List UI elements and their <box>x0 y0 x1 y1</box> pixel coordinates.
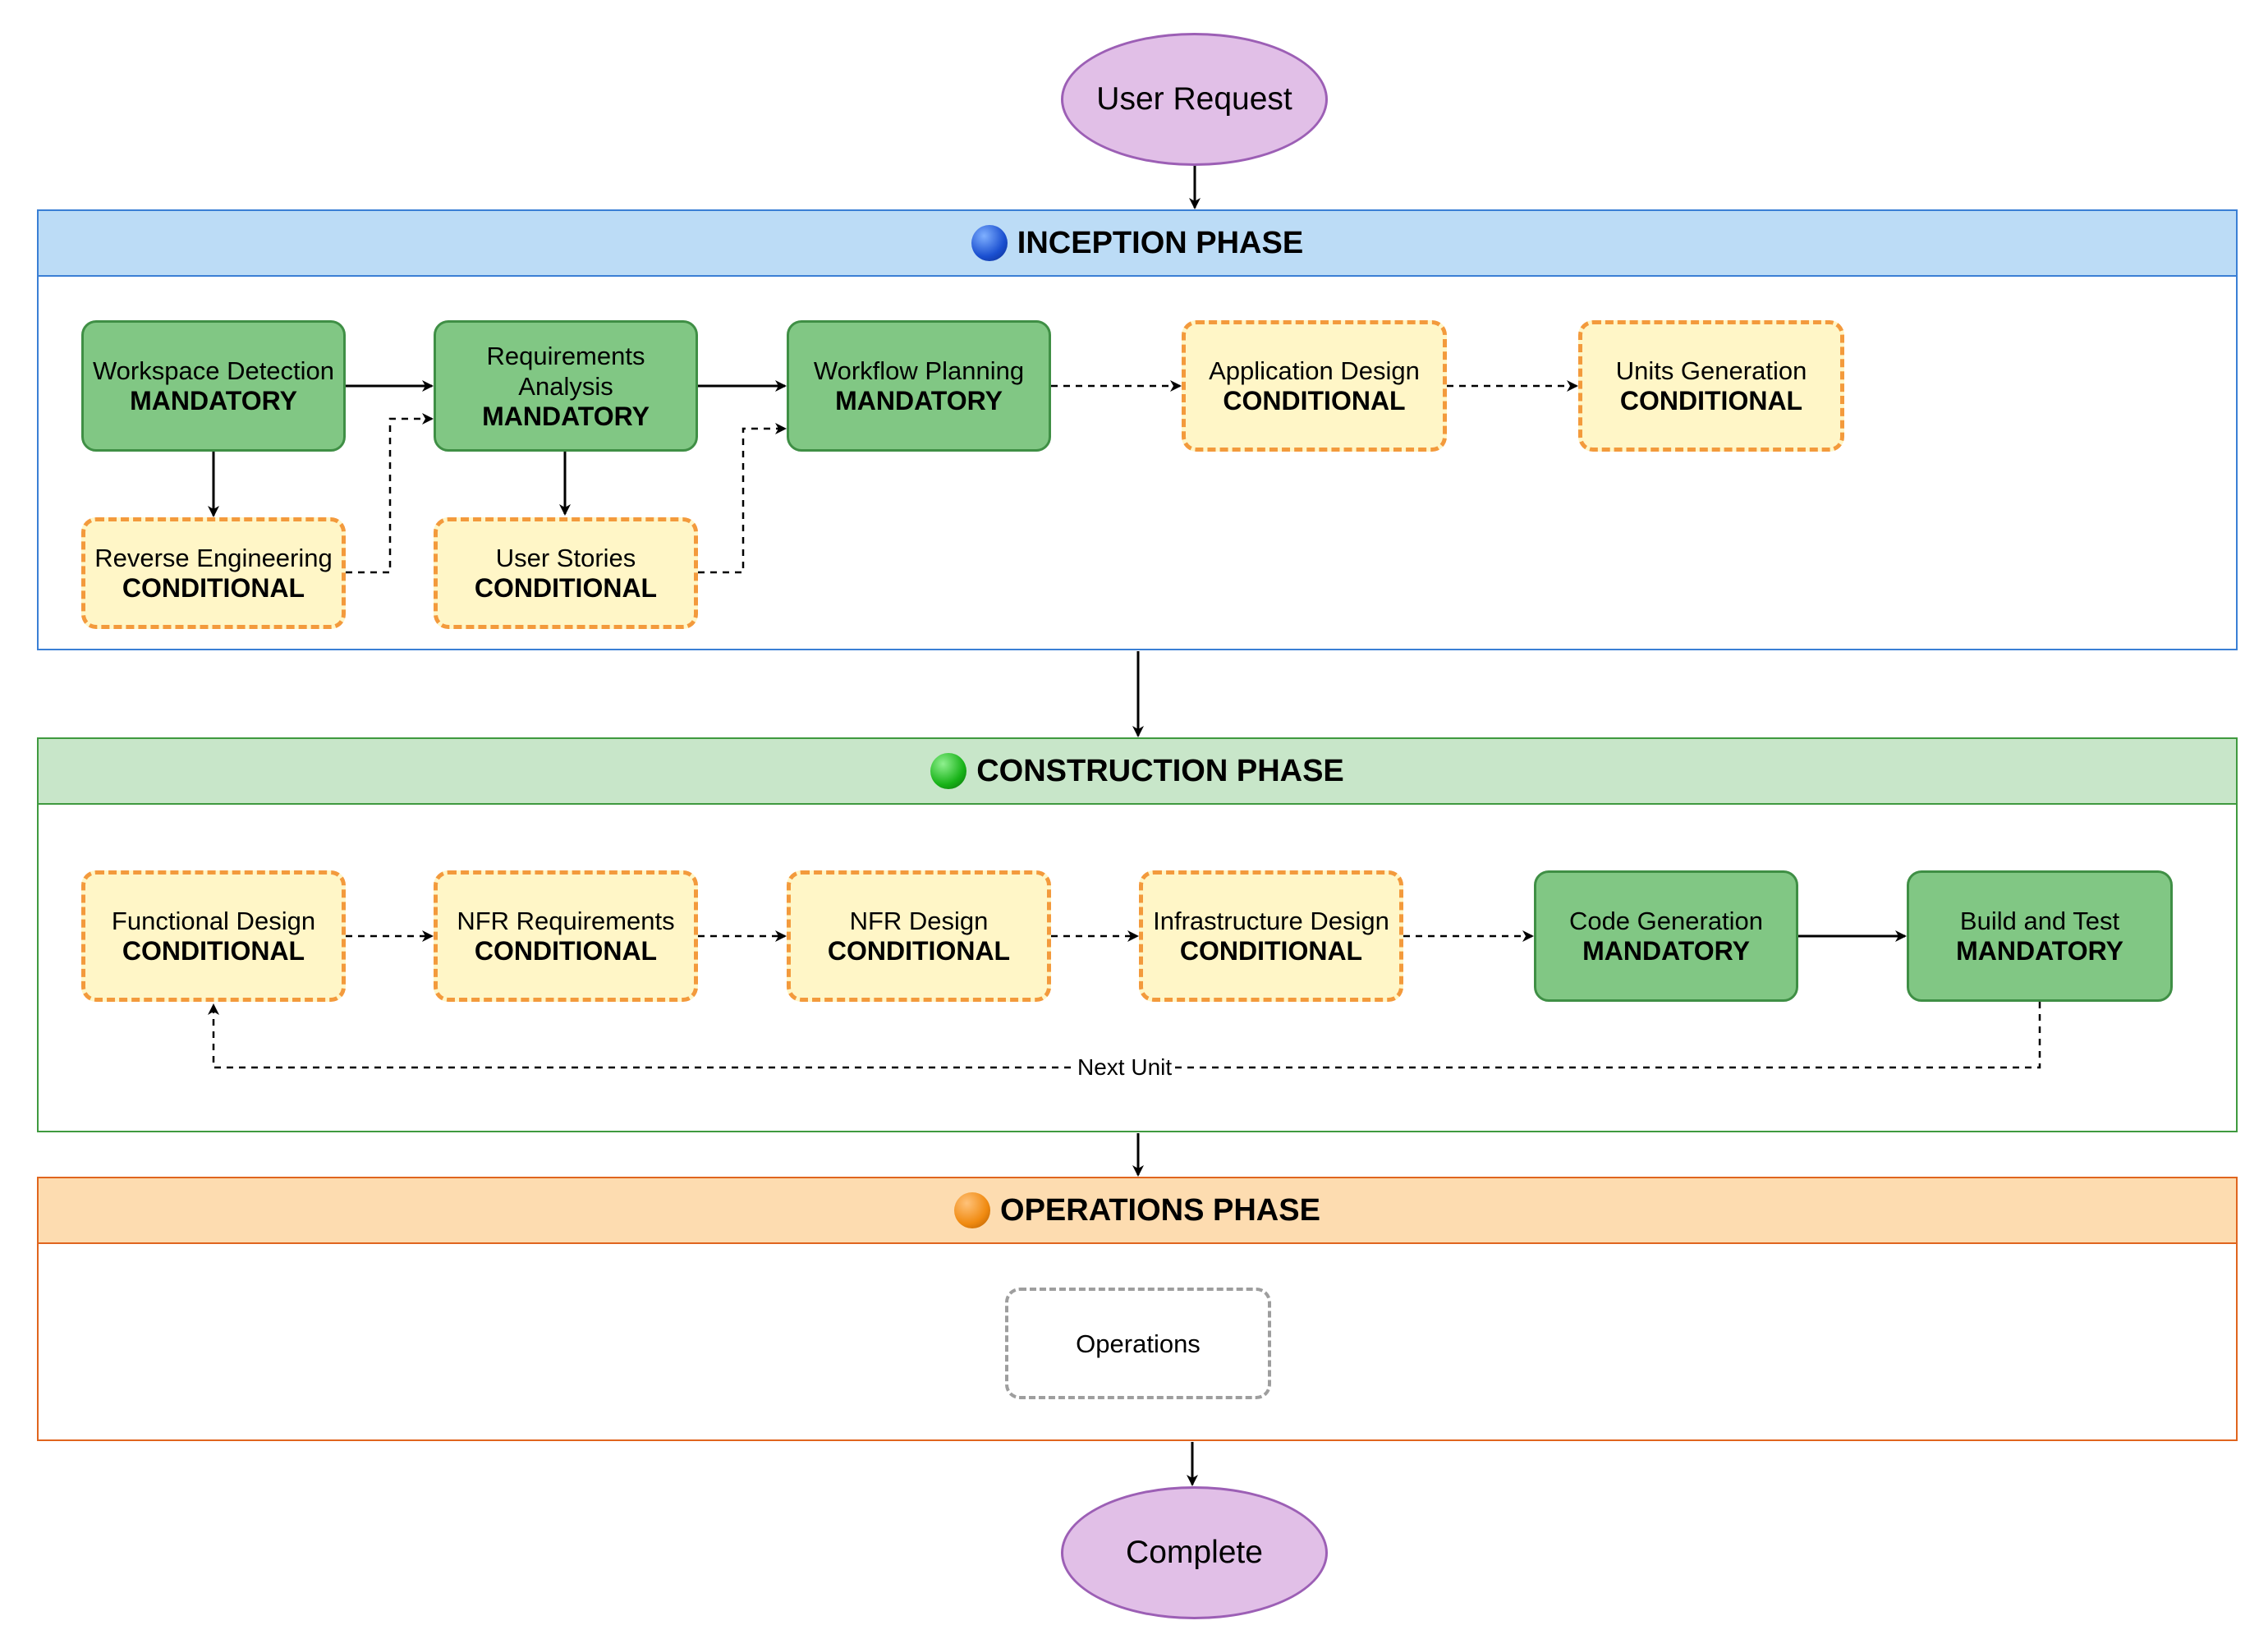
inception-phase: INCEPTION PHASE <box>37 209 2238 650</box>
node-name: Workflow Planning <box>813 356 1025 385</box>
node-name: Operations <box>1076 1329 1201 1358</box>
node-tag: CONDITIONAL <box>474 573 658 603</box>
node-tag: CONDITIONAL <box>1179 936 1363 966</box>
node-name: User Stories <box>495 544 636 572</box>
node-name: Workspace Detection <box>92 356 335 385</box>
node-tag: CONDITIONAL <box>1223 386 1406 415</box>
functional-design-node: Functional Design CONDITIONAL <box>81 870 346 1002</box>
user-request-label: User Request <box>1096 81 1292 117</box>
node-tag: MANDATORY <box>482 401 650 431</box>
build-and-test-node: Build and Test MANDATORY <box>1907 870 2173 1002</box>
requirements-analysis-node: Requirements Analysis MANDATORY <box>434 320 698 452</box>
construction-phase-header: CONSTRUCTION PHASE <box>39 739 2236 805</box>
inception-phase-header: INCEPTION PHASE <box>39 211 2236 277</box>
node-name: Code Generation <box>1568 907 1764 935</box>
edge-userstories-to-workflow <box>698 423 787 574</box>
node-name: NFR Design <box>849 907 989 935</box>
construction-phase-title: CONSTRUCTION PHASE <box>976 753 1344 788</box>
green-circle-icon <box>930 753 967 789</box>
workflow-planning-node: Workflow Planning MANDATORY <box>787 320 1051 452</box>
node-name-line-2: Analysis <box>518 371 613 401</box>
nfr-design-node: NFR Design CONDITIONAL <box>787 870 1051 1002</box>
node-name: Build and Test <box>1959 907 2120 935</box>
complete-label: Complete <box>1126 1535 1263 1570</box>
inception-phase-title: INCEPTION PHASE <box>1017 225 1304 260</box>
user-stories-node: User Stories CONDITIONAL <box>434 517 698 629</box>
node-tag: MANDATORY <box>835 386 1003 415</box>
operations-phase-title: OPERATIONS PHASE <box>1000 1192 1320 1228</box>
node-name-line-1: Requirements <box>486 341 645 370</box>
node-tag: CONDITIONAL <box>827 936 1011 966</box>
operations-phase: OPERATIONS PHASE <box>37 1177 2238 1441</box>
node-name: Functional Design <box>111 907 316 935</box>
node-tag: MANDATORY <box>1956 936 2123 966</box>
node-name: Application Design <box>1209 356 1420 385</box>
node-tag: CONDITIONAL <box>1619 386 1803 415</box>
node-name: Reverse Engineering <box>94 544 333 572</box>
workspace-detection-node: Workspace Detection MANDATORY <box>81 320 346 452</box>
application-design-node: Application Design CONDITIONAL <box>1182 320 1447 452</box>
operations-node: Operations <box>1005 1288 1271 1399</box>
user-request-node: User Request <box>1061 33 1328 166</box>
node-tag: CONDITIONAL <box>474 936 658 966</box>
node-tag: MANDATORY <box>130 386 297 415</box>
node-name: Units Generation <box>1615 356 1807 385</box>
complete-node: Complete <box>1061 1486 1328 1619</box>
blue-circle-icon <box>971 225 1008 261</box>
units-generation-node: Units Generation CONDITIONAL <box>1578 320 1844 452</box>
next-unit-label: Next Unit <box>1074 1054 1176 1081</box>
infrastructure-design-node: Infrastructure Design CONDITIONAL <box>1139 870 1403 1002</box>
reverse-engineering-node: Reverse Engineering CONDITIONAL <box>81 517 346 629</box>
node-name: Infrastructure Design <box>1153 907 1389 935</box>
nfr-requirements-node: NFR Requirements CONDITIONAL <box>434 870 698 1002</box>
construction-phase: CONSTRUCTION PHASE <box>37 737 2238 1132</box>
node-tag: CONDITIONAL <box>122 936 305 966</box>
node-name: NFR Requirements <box>457 907 675 935</box>
code-generation-node: Code Generation MANDATORY <box>1534 870 1798 1002</box>
operations-phase-header: OPERATIONS PHASE <box>39 1178 2236 1244</box>
node-tag: MANDATORY <box>1582 936 1750 966</box>
node-tag: CONDITIONAL <box>122 573 305 603</box>
orange-circle-icon <box>954 1192 991 1228</box>
